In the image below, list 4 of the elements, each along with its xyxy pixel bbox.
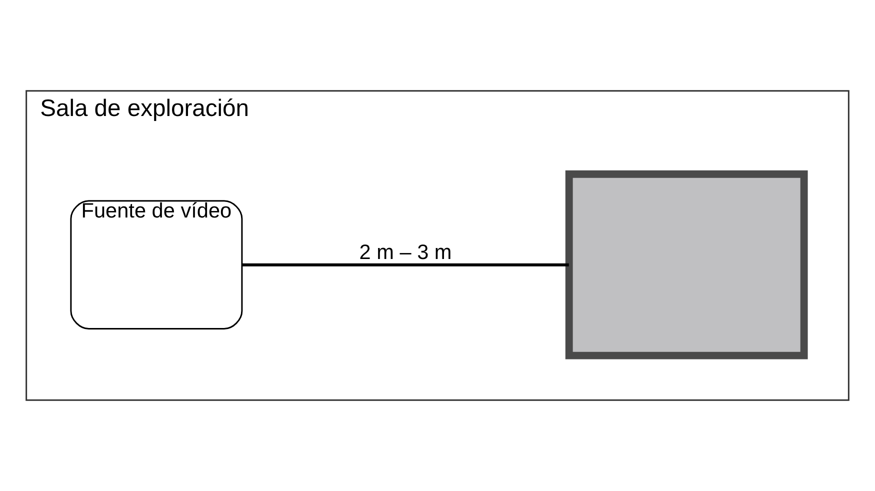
node-box: Fuente de vídeo xyxy=(70,200,243,330)
connector xyxy=(242,263,569,266)
edge-label: 2 m – 3 m xyxy=(359,241,452,264)
node-box xyxy=(565,170,808,360)
